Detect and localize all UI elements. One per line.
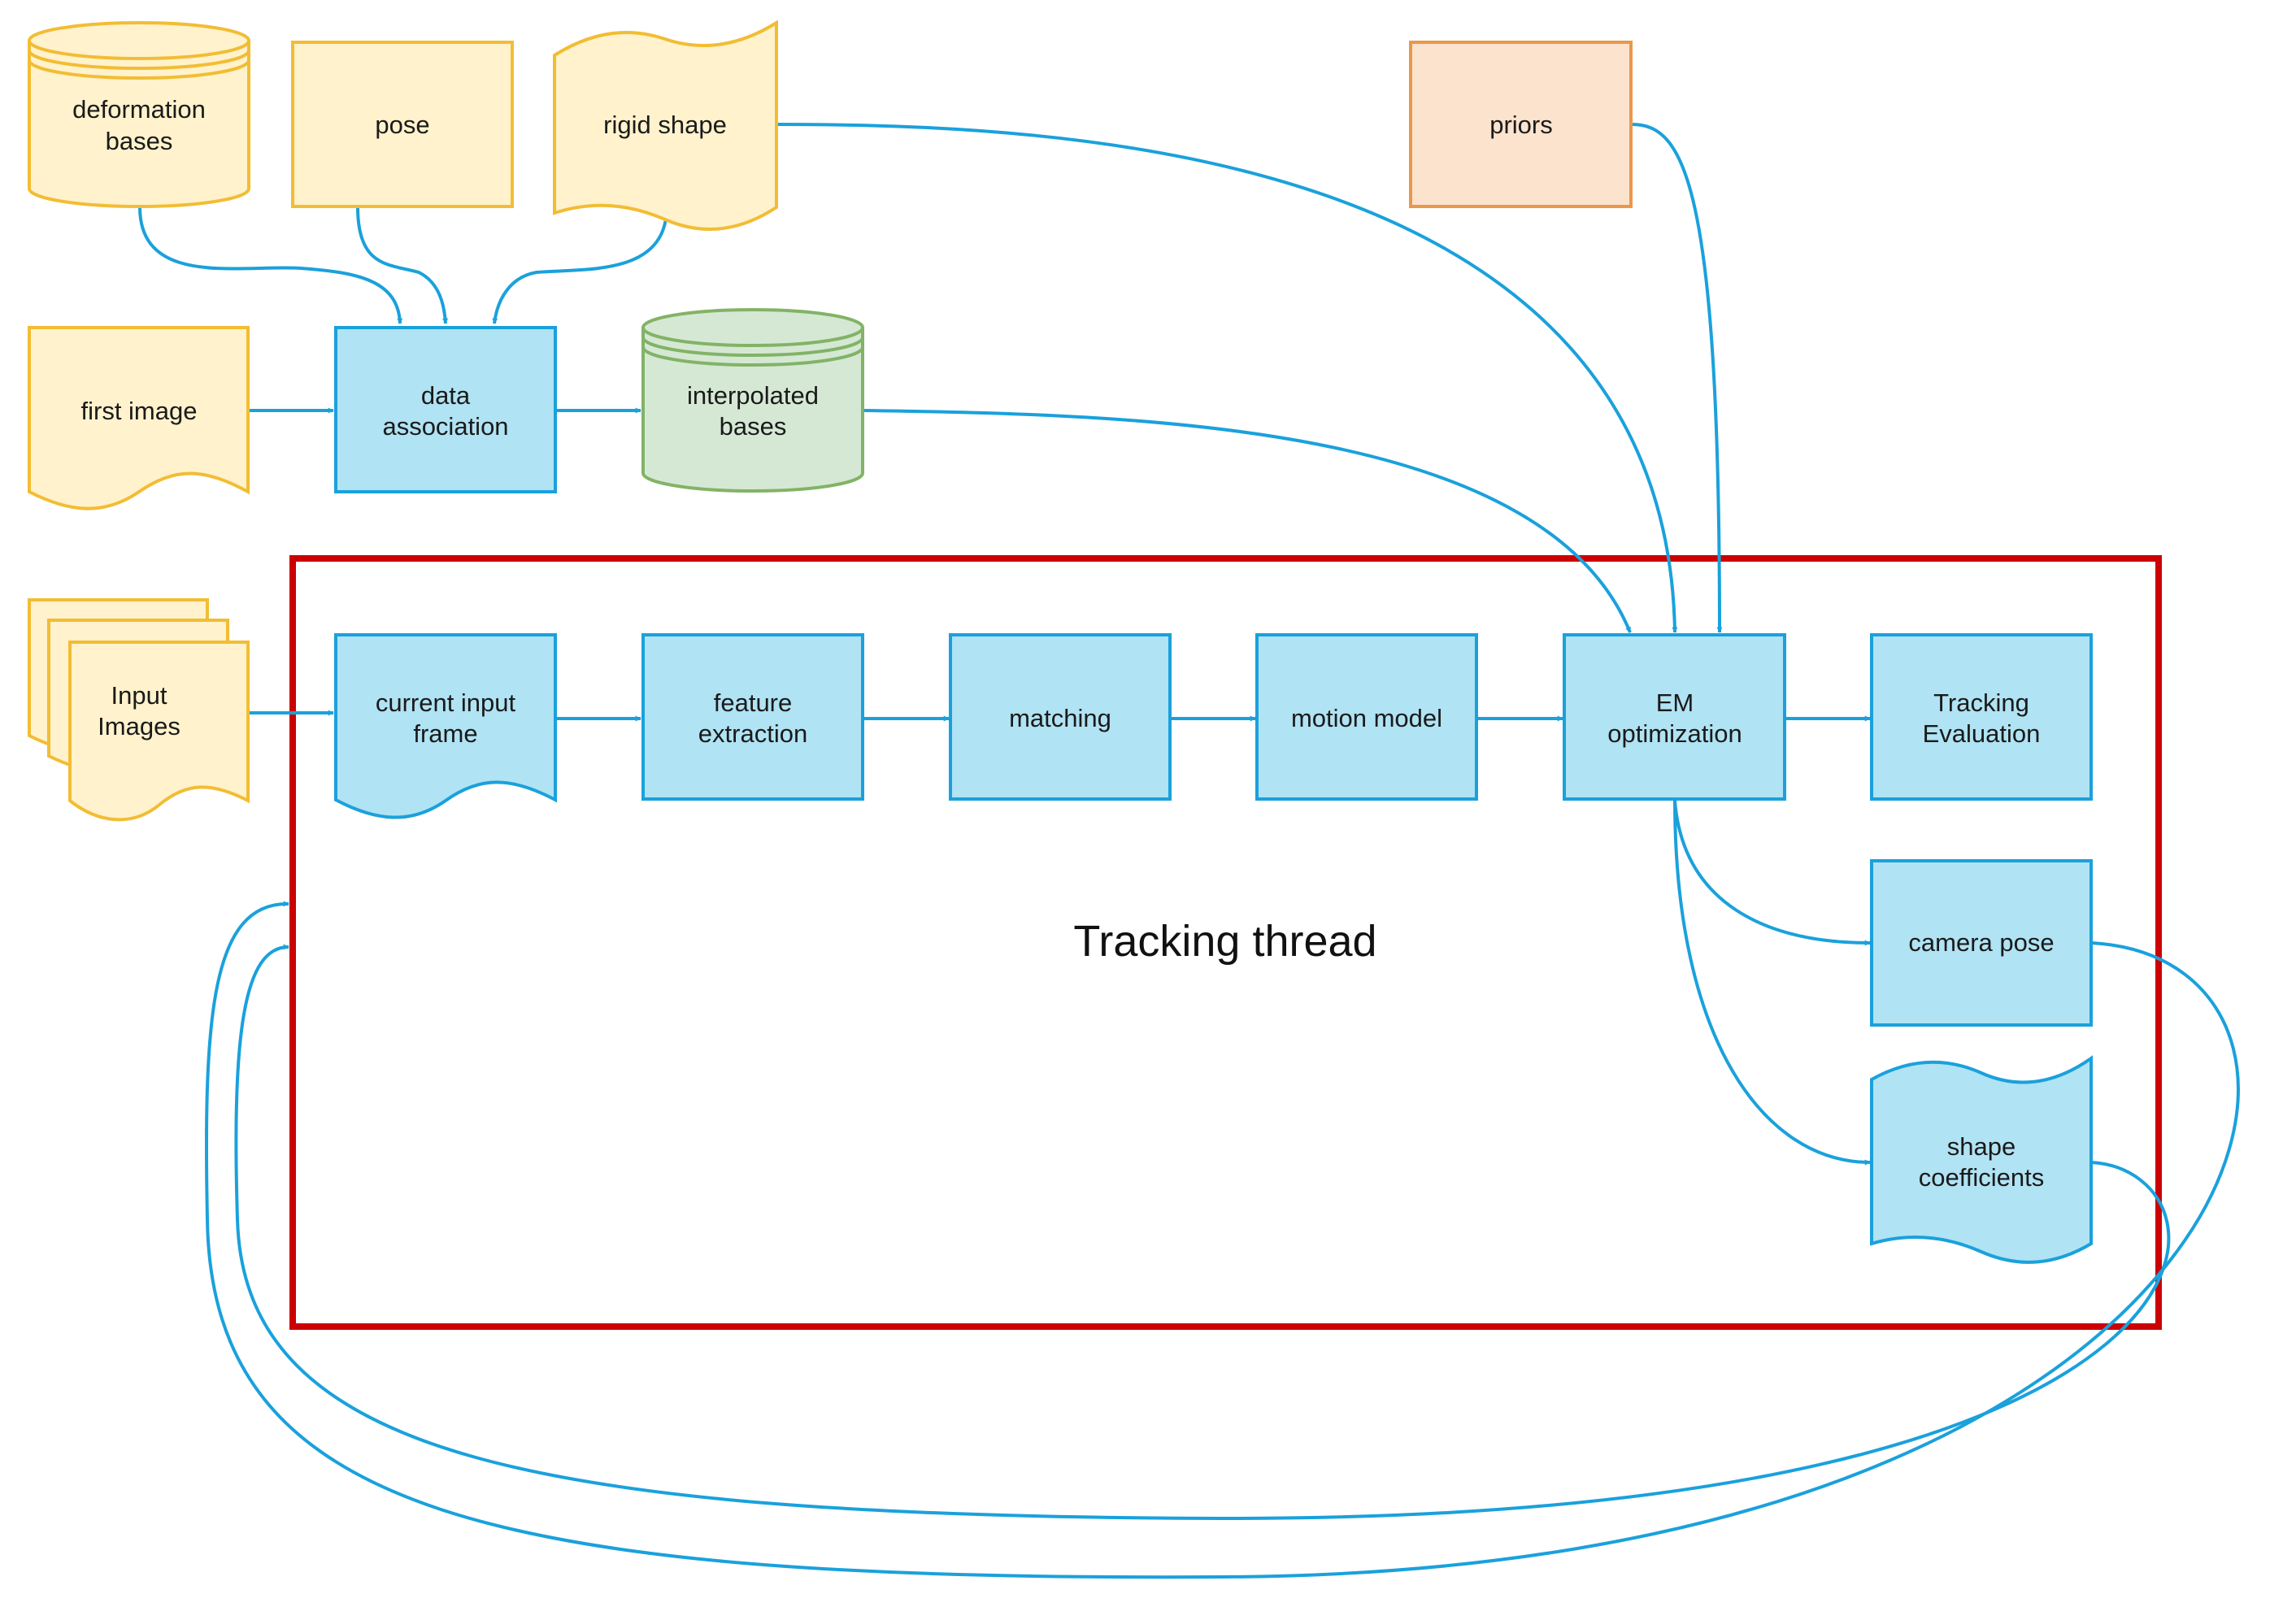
- input-images-front-page: [68, 641, 250, 822]
- tracking-thread-group: Tracking thread: [289, 555, 2162, 1330]
- edges: [138, 123, 2240, 1579]
- pose-shape: [291, 41, 514, 208]
- interpolated-bases-ring: [641, 337, 864, 357]
- edge-em-to-camera-pose: [1673, 800, 1871, 946]
- current-input-frame-shape: [334, 633, 557, 819]
- node-motion-model: motion model: [1255, 633, 1478, 801]
- node-label: Evaluation: [1923, 719, 2041, 748]
- edge-shape-coefficients-feedback: [234, 944, 2171, 1521]
- node-label: priors: [1489, 111, 1553, 139]
- node-label: shape: [1947, 1132, 2016, 1161]
- node-label: current input: [376, 688, 516, 717]
- edge-camera-pose-feedback: [204, 901, 2240, 1579]
- edge-em-to-shape-coefficients: [1673, 800, 1871, 1166]
- node-rigid-shape: rigid shape: [553, 20, 778, 231]
- node-label: deformation: [72, 95, 206, 124]
- node-label: feature: [714, 688, 793, 717]
- deformation-bases-ring: [28, 50, 250, 70]
- deformation-bases-top: [28, 40, 250, 60]
- node-pose: pose: [291, 41, 514, 208]
- node-label: Images: [98, 712, 180, 741]
- edge-pose-to-association: [356, 206, 449, 324]
- node-label: EM: [1656, 688, 1694, 717]
- matching-shape: [949, 633, 1172, 801]
- node-label: coefficients: [1919, 1163, 2045, 1192]
- node-shape-coefficients: shape coefficients: [1870, 1055, 2093, 1264]
- node-input-images: Input Images: [28, 598, 250, 822]
- node-first-image: first image: [28, 326, 250, 510]
- node-label: first image: [81, 397, 198, 425]
- node-label: Input: [111, 681, 167, 710]
- node-camera-pose: camera pose: [1870, 859, 2093, 1027]
- motion-model-shape: [1255, 633, 1478, 801]
- node-label: matching: [1009, 704, 1111, 732]
- interpolated-bases-ring: [641, 346, 864, 367]
- node-label: pose: [375, 111, 429, 139]
- rigid-shape-shape: [553, 20, 778, 231]
- priors-shape: [1409, 41, 1633, 208]
- edge-deformation-to-association: [138, 206, 403, 324]
- edge-interpolated-to-em: [863, 409, 1632, 633]
- node-label: motion model: [1291, 704, 1442, 732]
- interpolated-bases-top: [641, 327, 864, 347]
- camera-pose-shape: [1870, 859, 2093, 1027]
- data-association-shape: [334, 326, 557, 493]
- node-matching: matching: [949, 633, 1172, 801]
- node-deformation-bases: deformation bases: [28, 21, 250, 208]
- node-tracking-evaluation: Tracking Evaluation: [1870, 633, 2093, 801]
- tracking-thread-label: Tracking thread: [1073, 917, 1376, 966]
- em-optimization-shape: [1563, 633, 1786, 801]
- node-label: optimization: [1607, 719, 1742, 748]
- first-image-shape: [28, 326, 250, 510]
- tracking-thread-border: [289, 555, 2162, 1330]
- tracking-evaluation-shape: [1870, 633, 2093, 801]
- node-label: bases: [720, 412, 787, 441]
- shape-coefficients-shape: [1870, 1055, 2093, 1264]
- node-label: bases: [106, 127, 173, 155]
- node-label: frame: [413, 719, 477, 748]
- node-data-association: data association: [334, 326, 557, 493]
- edge-rigid-shape-to-em: [776, 123, 1678, 633]
- node-label: data: [421, 381, 471, 410]
- node-label: camera pose: [1908, 928, 2054, 957]
- node-label: Tracking: [1933, 688, 2029, 717]
- feature-extraction-shape: [641, 633, 864, 801]
- node-label: extraction: [698, 719, 807, 748]
- node-priors: priors: [1409, 41, 1633, 208]
- edge-rigid-shape-to-association: [492, 206, 668, 324]
- interpolated-bases-shape: [641, 308, 864, 493]
- deformation-bases-shape: [28, 21, 250, 208]
- node-current-input-frame: current input frame: [334, 633, 557, 819]
- node-em-optimization: EM optimization: [1563, 633, 1786, 801]
- node-label: rigid shape: [603, 111, 727, 139]
- node-interpolated-bases: interpolated bases: [641, 308, 864, 493]
- node-feature-extraction: feature extraction: [641, 633, 864, 801]
- edge-priors-to-em: [1631, 123, 1723, 633]
- node-label: interpolated: [687, 381, 819, 410]
- node-label: association: [382, 412, 508, 441]
- deformation-bases-ring: [28, 59, 250, 80]
